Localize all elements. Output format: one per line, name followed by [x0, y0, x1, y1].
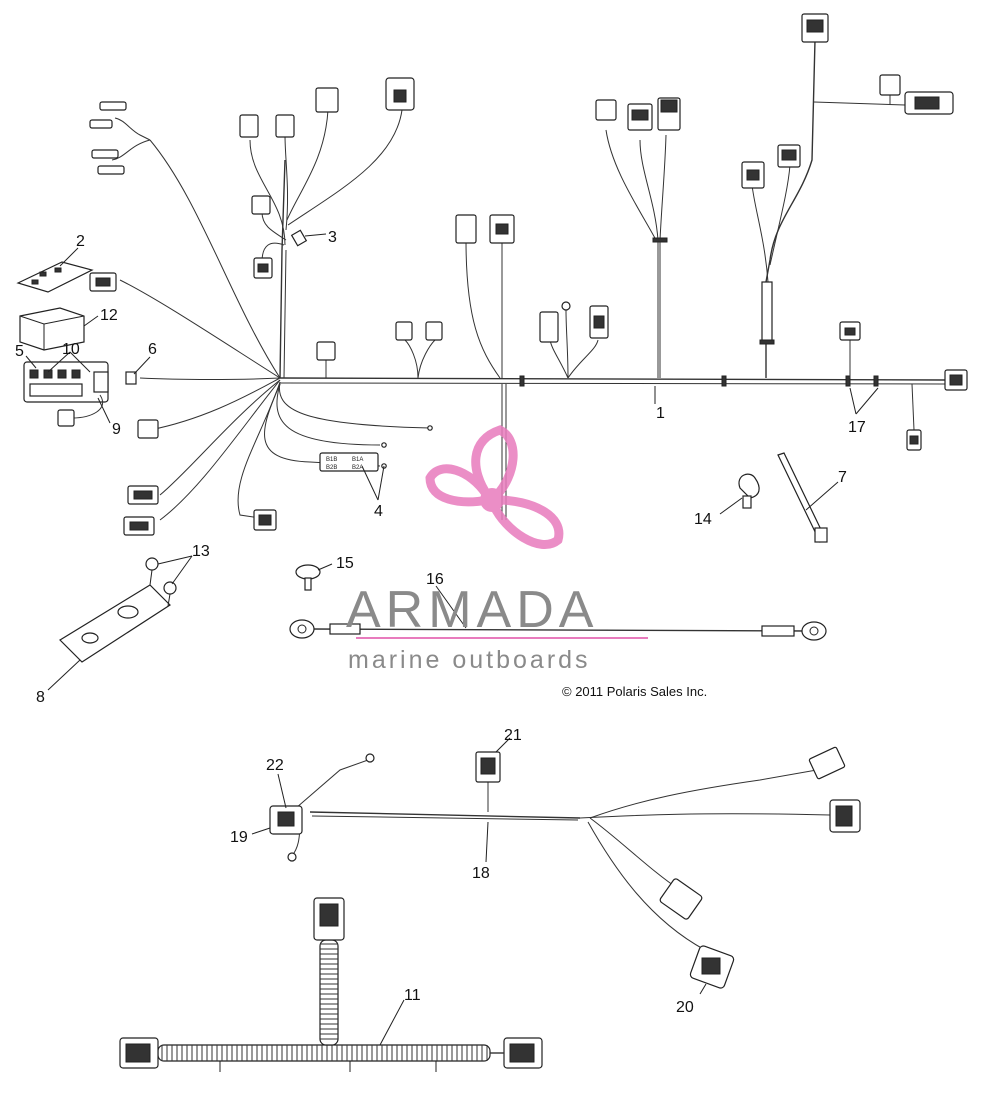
wire-tag-b1b: B1B — [326, 457, 337, 463]
relay-12 — [19, 307, 85, 351]
connector-9 — [57, 394, 103, 427]
connector-cluster-top-left — [239, 77, 415, 279]
connector-17-lower — [906, 429, 922, 451]
wire-tag-b2b: B2B — [326, 465, 337, 471]
callout-19: 19 — [230, 829, 248, 846]
ground-cable-16 — [289, 619, 827, 641]
bolt-15 — [295, 564, 321, 591]
callout-1: 1 — [656, 405, 665, 422]
clip-6 — [125, 371, 137, 385]
bracket-8 — [59, 584, 171, 663]
callout-7: 7 — [838, 469, 847, 486]
wire-tag-group: B1B B1A B2B B2A — [319, 452, 379, 472]
clamp-14 — [738, 473, 760, 509]
connector-11-top — [313, 897, 345, 941]
callout-18: 18 — [472, 865, 490, 882]
callout-14: 14 — [694, 511, 712, 528]
callout-3: 3 — [328, 229, 337, 246]
connector-center-tall — [455, 214, 515, 244]
connector-center-b — [395, 321, 413, 341]
callout-numbers: 1 2 3 4 5 6 7 8 9 10 11 12 13 14 15 16 1… — [15, 229, 866, 1016]
connector-center-a — [316, 341, 336, 361]
screws-13 — [145, 557, 177, 607]
callout-5: 5 — [15, 343, 24, 360]
fuse-box-5 — [23, 361, 109, 403]
wire-tag-b1a: B1A — [352, 457, 363, 463]
callout-15: 15 — [336, 555, 354, 572]
callout-16: 16 — [426, 571, 444, 588]
connector-top-center — [595, 97, 681, 131]
wire-tag-b2a: B2A — [352, 465, 363, 471]
connector-20 — [659, 878, 735, 989]
callout-9: 9 — [112, 421, 121, 438]
connector-center-c — [425, 321, 443, 341]
connector-18-right — [808, 746, 861, 833]
callout-10: 10 — [62, 341, 80, 358]
connector-left-upper — [89, 272, 117, 292]
callout-11: 11 — [404, 987, 421, 1004]
callout-8: 8 — [36, 689, 45, 706]
connector-21 — [475, 751, 501, 783]
watermark-name: ARMADA — [346, 581, 598, 639]
connector-11-right — [503, 1037, 543, 1069]
fuse-label-2 — [16, 261, 94, 293]
copyright-text: © 2011 Polaris Sales Inc. — [562, 684, 707, 699]
harness-11 — [119, 897, 543, 1072]
harness-18 — [269, 746, 861, 989]
callout-4: 4 — [374, 503, 383, 520]
callout-13: 13 — [192, 543, 210, 560]
callout-20: 20 — [676, 999, 694, 1016]
callout-17: 17 — [848, 419, 866, 436]
armada-watermark: ARMADA marine outboards — [346, 425, 648, 674]
connector-left-lower — [123, 485, 277, 536]
watermark-tagline: marine outboards — [348, 646, 591, 674]
connector-17-upper — [839, 321, 861, 341]
callout-6: 6 — [148, 341, 157, 358]
cable-tie-7 — [777, 452, 828, 543]
connector-top-right — [741, 13, 954, 189]
callout-21: 21 — [504, 727, 522, 744]
callout-22: 22 — [266, 757, 284, 774]
callout-2: 2 — [76, 233, 85, 250]
main-wire-harness: B1B B1A B2B B2A — [89, 13, 968, 536]
connector-11-left — [119, 1037, 159, 1069]
connector-center-d — [539, 301, 609, 343]
harness-end-connector — [944, 369, 968, 391]
callout-leaders — [25, 233, 879, 1046]
callout-12: 12 — [100, 307, 118, 324]
propeller-logo — [425, 425, 564, 550]
bullet-connectors — [89, 101, 127, 175]
connector-left-mid — [137, 419, 159, 439]
connector-19-22 — [269, 805, 303, 835]
